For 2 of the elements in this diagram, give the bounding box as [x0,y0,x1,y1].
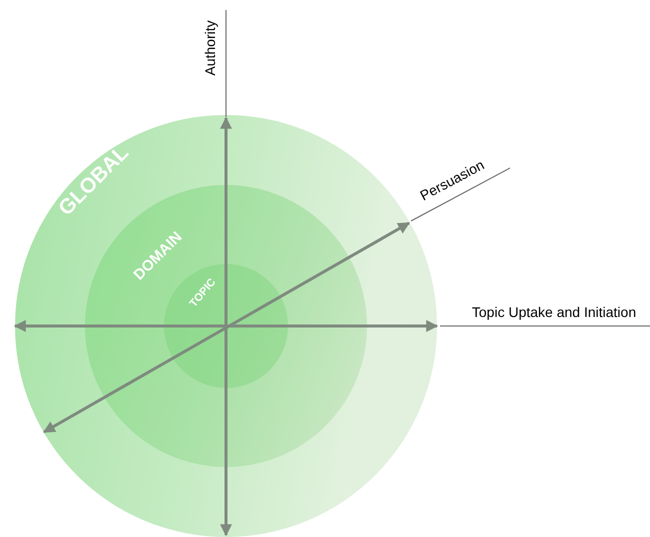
axis-label: Topic Uptake and Initiation [472,304,636,320]
axis-label: Authority [202,20,218,76]
